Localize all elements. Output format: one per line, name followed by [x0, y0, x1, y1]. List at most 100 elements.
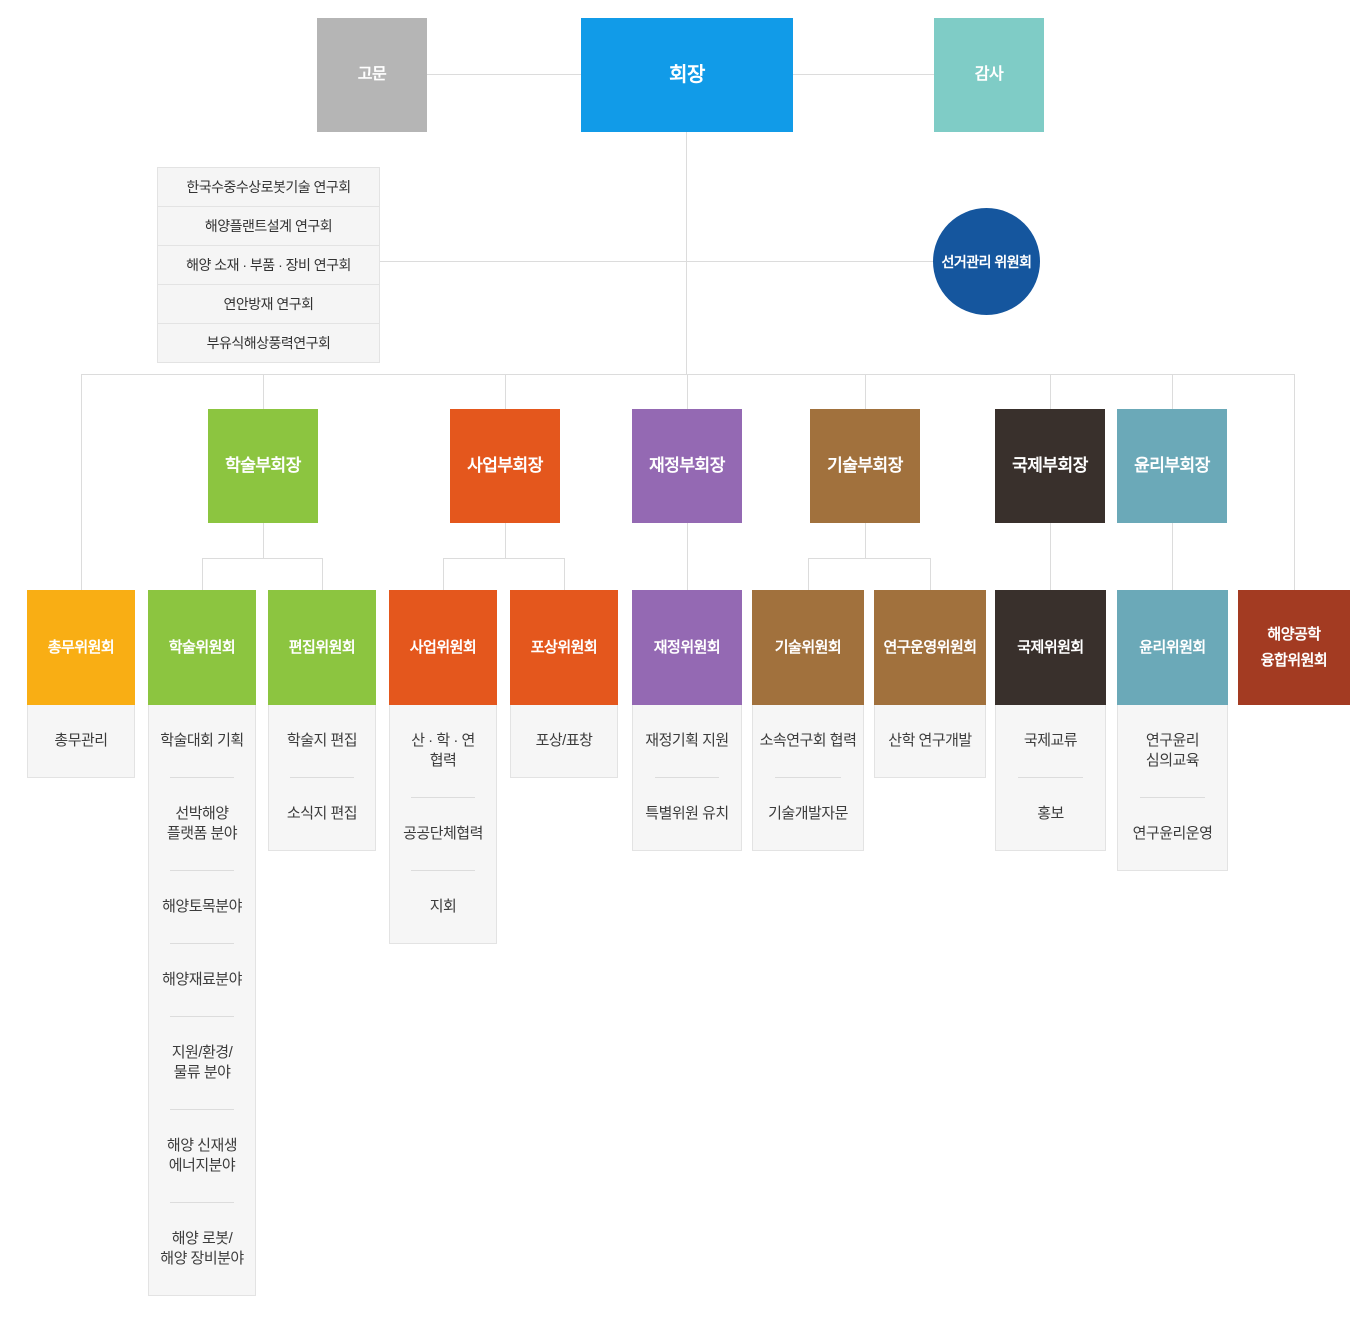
- committee-sublist: 소속연구회 협력 기술개발자문: [752, 705, 864, 851]
- committee-column-technology: 기술위원회 소속연구회 협력 기술개발자문: [752, 590, 864, 851]
- committee-sublist: 학술지 편집 소식지 편집: [268, 705, 376, 851]
- sublist-item: 지회: [429, 898, 457, 915]
- sublist-item: 해양토목분야: [162, 898, 242, 915]
- divider: [411, 797, 475, 798]
- divider: [170, 870, 234, 871]
- committee-box: 해양공학 융합위원회: [1238, 590, 1350, 705]
- connector-line: [443, 558, 565, 559]
- vp-label: 국제부회장: [1012, 456, 1088, 475]
- connector-line: [793, 74, 934, 75]
- connector-line: [1050, 523, 1051, 590]
- committee-label: 사업위원회: [409, 638, 477, 656]
- sublist-item: 포상/표창: [535, 732, 593, 749]
- vp-box-technology: 기술부회장: [810, 409, 920, 523]
- connector-line: [808, 558, 930, 559]
- committee-label: 재정위원회: [653, 638, 721, 656]
- advisor-box: 고문: [317, 18, 427, 132]
- auditor-box: 감사: [934, 18, 1044, 132]
- divider: [170, 1016, 234, 1017]
- committee-sublist: 산 · 학 · 연 협력 공공단체협력 지회: [389, 705, 497, 944]
- research-group-item: 해양플랜트설계 연구회: [158, 206, 379, 245]
- committee-column-research-operations: 연구운영위원회 산학 연구개발: [874, 590, 986, 778]
- vp-box-ethics: 윤리부회장: [1117, 409, 1227, 523]
- sublist-item: 소식지 편집: [286, 805, 358, 822]
- committee-column-international: 국제위원회 국제교류 홍보: [995, 590, 1106, 851]
- sublist-item: 해양 로봇/ 해양 장비분야: [160, 1230, 244, 1267]
- sublist-item: 학술지 편집: [286, 732, 358, 749]
- committee-column-ethics: 윤리위원회 연구윤리 심의교육 연구윤리운영: [1117, 590, 1228, 871]
- connector-line: [380, 261, 933, 262]
- committee-column-finance: 재정위원회 재정기획 지원 특별위원 유치: [632, 590, 742, 851]
- committee-label: 편집위원회: [288, 638, 356, 656]
- connector-line: [202, 558, 203, 590]
- sublist-item: 산학 연구개발: [888, 732, 972, 749]
- connector-line: [505, 523, 506, 558]
- connector-line: [930, 558, 931, 590]
- sublist-item: 재정기획 지원: [645, 732, 729, 749]
- committee-label: 학술위원회: [168, 638, 236, 656]
- committee-box: 포상위원회: [510, 590, 618, 705]
- sublist-item: 선박해양 플랫폼 분야: [166, 805, 238, 842]
- committee-label: 윤리위원회: [1139, 638, 1206, 656]
- sublist-item: 지원/환경/ 물류 분야: [171, 1044, 233, 1081]
- vp-box-finance: 재정부회장: [632, 409, 742, 523]
- connector-line: [1172, 523, 1173, 590]
- research-group-item: 해양 소재 · 부품 · 장비 연구회: [158, 245, 379, 284]
- connector-line: [686, 132, 687, 374]
- divider: [1139, 797, 1206, 798]
- committee-box: 총무위원회: [27, 590, 135, 705]
- committee-sublist: 총무관리: [27, 705, 135, 778]
- connector-line: [1050, 374, 1051, 409]
- vp-label: 사업부회장: [467, 456, 543, 475]
- committee-column-ocean-engineering-convergence: 해양공학 융합위원회: [1238, 590, 1350, 705]
- committee-column-general-affairs: 총무위원회 총무관리: [27, 590, 135, 778]
- president-box: 회장: [581, 18, 793, 132]
- committee-column-awards: 포상위원회 포상/표창: [510, 590, 618, 778]
- connector-line: [202, 558, 323, 559]
- divider: [170, 777, 234, 778]
- research-group-item: 부유식해상풍력연구회: [158, 323, 379, 362]
- election-committee-label: 선거관리 위원회: [941, 253, 1032, 270]
- sublist-item: 학술대회 기획: [160, 732, 244, 749]
- research-group-list: 한국수중수상로봇기술 연구회 해양플랜트설계 연구회 해양 소재 · 부품 · …: [157, 167, 380, 363]
- committee-label: 해양공학 융합위원회: [1260, 625, 1328, 669]
- connector-line: [427, 74, 581, 75]
- connector-line: [443, 558, 444, 590]
- committee-label: 국제위원회: [1017, 638, 1084, 656]
- committee-sublist: 연구윤리 심의교육 연구윤리운영: [1117, 705, 1228, 871]
- research-group-item: 한국수중수상로봇기술 연구회: [186, 179, 351, 195]
- sublist-item: 기술개발자문: [768, 805, 848, 822]
- president-label: 회장: [669, 64, 705, 86]
- sublist-item: 해양재료분야: [162, 971, 242, 988]
- connector-line: [81, 374, 82, 590]
- committee-column-business: 사업위원회 산 · 학 · 연 협력 공공단체협력 지회: [389, 590, 497, 944]
- connector-line: [687, 374, 688, 409]
- committee-box: 윤리위원회: [1117, 590, 1228, 705]
- committee-sublist: 포상/표창: [510, 705, 618, 778]
- connector-line: [564, 558, 565, 590]
- connector-line: [263, 374, 264, 409]
- sublist-item: 소속연구회 협력: [759, 732, 857, 749]
- connector-line: [322, 558, 323, 590]
- auditor-label: 감사: [974, 66, 1004, 83]
- divider: [290, 777, 354, 778]
- committee-sublist: 학술대회 기획 선박해양 플랫폼 분야 해양토목분야 해양재료분야 지원/환경/…: [148, 705, 256, 1296]
- sublist-item: 연구윤리운영: [1132, 825, 1213, 842]
- committee-box: 국제위원회: [995, 590, 1106, 705]
- connector-line: [1294, 374, 1295, 590]
- connector-line: [505, 374, 506, 409]
- sublist-item: 총무관리: [54, 732, 108, 749]
- committee-box: 기술위원회: [752, 590, 864, 705]
- vp-box-business: 사업부회장: [450, 409, 560, 523]
- connector-line: [808, 558, 809, 590]
- divider: [654, 777, 720, 778]
- sublist-item: 홍보: [1037, 805, 1064, 822]
- vp-label: 학술부회장: [225, 456, 301, 475]
- connector-line: [263, 523, 264, 558]
- connector-line: [1172, 374, 1173, 409]
- vp-label: 기술부회장: [827, 456, 903, 475]
- vp-label: 윤리부회장: [1134, 456, 1210, 475]
- advisor-label: 고문: [357, 66, 387, 83]
- divider: [170, 943, 234, 944]
